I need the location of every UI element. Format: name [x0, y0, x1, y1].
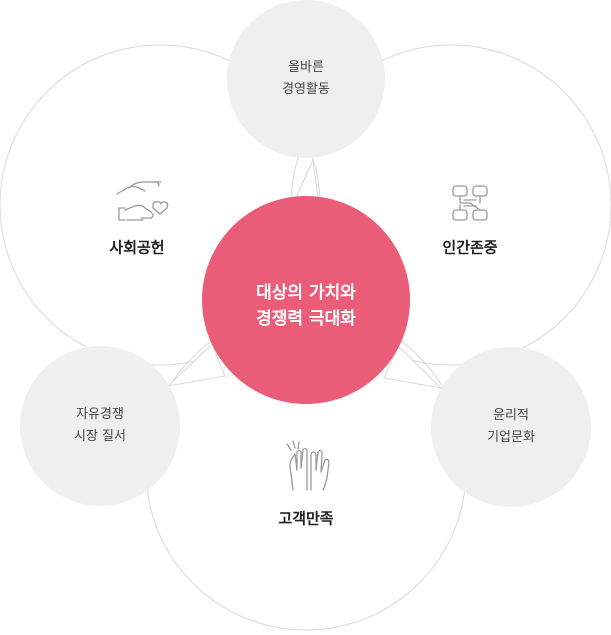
node-left-label: 자유경쟁 시장 질서	[74, 404, 126, 448]
petal-bottom-label: 고객만족	[278, 509, 334, 528]
node-top-label: 올바른 경영활동	[282, 57, 330, 101]
node-top-line1: 올바른	[288, 60, 324, 75]
node-right-line1: 윤리적	[493, 408, 529, 423]
node-left-line2: 시장 질서	[74, 429, 126, 444]
center-line2: 경쟁력 극대화	[256, 309, 356, 329]
center-label: 대상의 가치와 경쟁력 극대화	[256, 280, 356, 332]
connector-right	[383, 345, 443, 389]
joined-hands-icon	[452, 185, 488, 221]
node-right-line2: 기업문화	[487, 430, 535, 445]
petal-left-label: 사회공헌	[109, 238, 165, 257]
node-right-label: 윤리적 기업문화	[487, 405, 535, 449]
petal-right-label: 인간존중	[442, 238, 498, 257]
handshake-heart-icon	[116, 181, 169, 221]
node-top-line2: 경영활동	[282, 82, 330, 97]
node-right-circle	[431, 347, 591, 507]
node-left-circle	[20, 346, 180, 506]
connector-left	[166, 343, 226, 387]
clapping-hands-icon	[286, 440, 330, 491]
center-line1: 대상의 가치와	[256, 283, 356, 303]
center-circle	[202, 196, 410, 404]
node-left-line1: 자유경쟁	[76, 407, 124, 422]
node-top-circle	[227, 0, 385, 158]
